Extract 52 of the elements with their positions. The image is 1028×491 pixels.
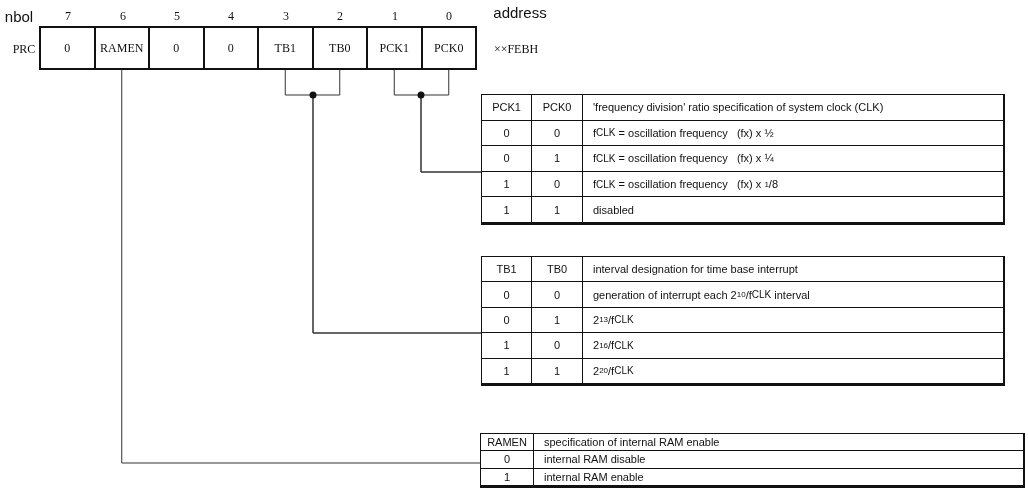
bit-table (480, 433, 1025, 488)
bit-value: 0 (482, 120, 532, 147)
bit-value: 0 (532, 120, 583, 147)
column-header: RAMEN (481, 434, 534, 452)
register-label: ××FEBH (493, 41, 539, 57)
column-header: PCK0 (532, 95, 583, 121)
bit-value: 1 (481, 468, 534, 486)
description-text: disabled (583, 197, 1003, 223)
column-header: 'frequency division' ratio specification of system clock (CLK) (583, 95, 1003, 121)
register-label: 4 (228, 8, 234, 24)
description-text: internal RAM disable (534, 451, 1023, 469)
register-bit-field: PCK1 (367, 27, 422, 69)
register-label: address (493, 3, 547, 21)
bit-value: 1 (482, 333, 532, 359)
bit-value: 1 (532, 146, 583, 172)
bit-value: 0 (532, 333, 583, 359)
bit-value: 0 (482, 282, 532, 308)
bit-table (481, 94, 1005, 225)
connector-line (420, 68, 482, 173)
bit-value: 1 (482, 197, 532, 223)
register-label: 6 (120, 8, 126, 24)
bit-value: 1 (532, 307, 583, 334)
register-label: 5 (174, 8, 180, 24)
register-bit-field: TB1 (258, 27, 313, 69)
bit-value: 0 (482, 307, 532, 334)
bit-value: 0 (481, 451, 534, 469)
register-label: 7 (65, 8, 71, 24)
column-header: interval designation for time base interrupt (583, 257, 1003, 283)
register-bit-field: 0 (203, 27, 258, 69)
column-header: TB0 (532, 257, 583, 283)
bit-value: 0 (532, 282, 583, 308)
register-label: 1 (392, 8, 398, 24)
register-label: 3 (283, 8, 289, 24)
register-bit-field: RAMEN (94, 27, 149, 69)
column-header: PCK1 (482, 95, 532, 121)
bit-value: 1 (482, 171, 532, 198)
bit-value: 1 (482, 358, 532, 384)
bit-table (481, 256, 1005, 386)
register-bit-field: TB0 (312, 27, 367, 69)
bit-value: 1 (532, 197, 583, 223)
bit-value: 0 (482, 146, 532, 172)
register-label: PRC (12, 41, 36, 57)
register-bit-field: 0 (149, 27, 204, 69)
column-header: TB1 (482, 257, 532, 283)
column-header: specification of internal RAM enable (534, 434, 1023, 452)
bit-value: 1 (532, 358, 583, 384)
bit-value: 0 (532, 171, 583, 198)
register-label: 0 (446, 8, 452, 24)
description-text: internal RAM enable (534, 468, 1023, 486)
register-label: nbol (4, 7, 34, 25)
register-label: 2 (337, 8, 343, 24)
connector-line (121, 68, 481, 464)
